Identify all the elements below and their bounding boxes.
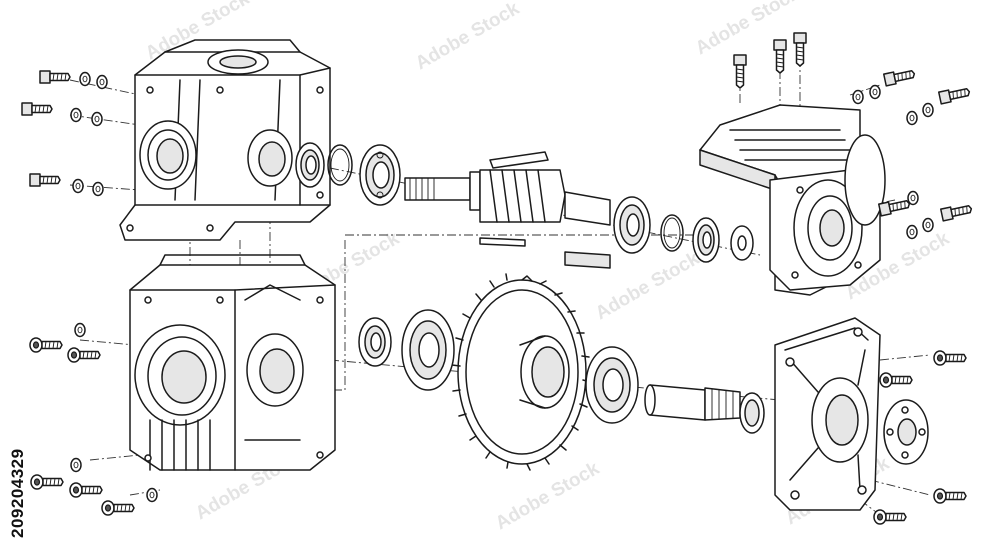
oil-seal-upper bbox=[295, 142, 325, 188]
oil-seal-lower-right bbox=[739, 392, 765, 434]
stock-id-label: 209204329 bbox=[4, 300, 30, 540]
upper-housing bbox=[119, 39, 331, 241]
oil-seal-lower-left bbox=[358, 317, 392, 367]
worm-wheel bbox=[451, 273, 591, 471]
bearing-upper-left bbox=[359, 144, 401, 206]
keys bbox=[479, 151, 611, 269]
motor-adapter-flange bbox=[699, 104, 886, 296]
bearing-lower-left bbox=[401, 309, 455, 391]
worm-shaft bbox=[404, 169, 611, 226]
bearing-upper-right bbox=[613, 196, 651, 254]
svg-text:Adobe Stock: Adobe Stock bbox=[692, 0, 803, 59]
stock-id-text: 209204329 bbox=[8, 448, 27, 538]
bearing-lower-right bbox=[585, 346, 639, 424]
flange-cover bbox=[774, 317, 881, 511]
output-shaft bbox=[644, 384, 741, 421]
lower-housing bbox=[129, 254, 336, 471]
svg-text:Adobe Stock: Adobe Stock bbox=[492, 458, 603, 534]
retaining-ring-upper bbox=[327, 144, 353, 186]
spacer-washer bbox=[730, 225, 754, 261]
svg-text:Adobe Stock: Adobe Stock bbox=[412, 0, 523, 74]
output-cover bbox=[883, 399, 929, 465]
oil-seal-right bbox=[692, 217, 720, 263]
retaining-ring-right bbox=[660, 214, 684, 252]
bolts-upper-left bbox=[21, 70, 108, 197]
